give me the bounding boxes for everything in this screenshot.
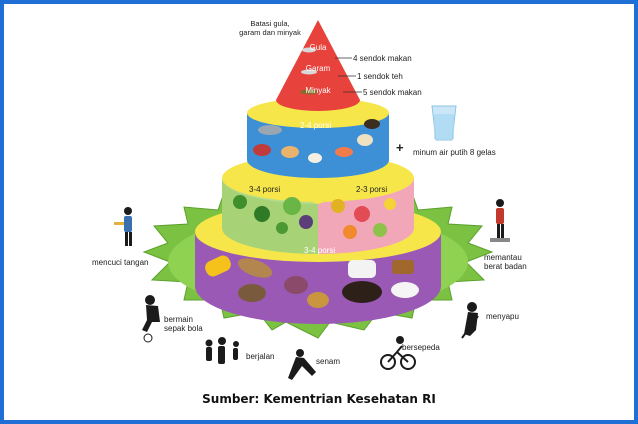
protein-chicken: [281, 146, 299, 158]
protein-fish: [258, 125, 282, 135]
peak-oil-amount: 5 sendok makan: [363, 88, 422, 97]
fruit-guava: [373, 223, 387, 237]
wash-hands-label: mencuci tangan: [92, 258, 148, 267]
staple-potato: [307, 292, 329, 308]
veg-eggplant: [299, 215, 313, 229]
walk-family-figure: [206, 337, 240, 364]
football-figure: [142, 295, 160, 342]
source-caption: Sumber: Kementrian Kesehatan RI: [0, 392, 638, 406]
fruit-portion-label: 2-3 porsi: [356, 185, 387, 194]
fruit-watermelon: [354, 206, 370, 222]
protein-portion-label: 2-4 porsi: [300, 121, 331, 130]
fruit-pineapple: [331, 199, 345, 213]
weigh-figure: [490, 199, 510, 242]
football-label: bermain sepak bola: [164, 315, 203, 333]
vegetable-portion-label: 3-4 porsi: [249, 185, 280, 194]
sweep-figure: [462, 302, 478, 338]
staple-flour: [391, 282, 419, 298]
staple-rice: [348, 260, 376, 278]
plus-sign: +: [396, 143, 404, 152]
staple-sweet-potato: [284, 276, 308, 294]
veg-bean: [276, 222, 288, 234]
sweep-label: menyapu: [486, 312, 519, 321]
veg-cabbage: [283, 197, 301, 215]
cycle-label: bersepeda: [402, 343, 440, 352]
staple-noodle: [342, 281, 382, 303]
protein-beans: [364, 119, 380, 129]
protein-meat: [253, 144, 271, 156]
fruit-papaya: [343, 225, 357, 239]
bicycle-figure: [381, 337, 415, 369]
peak-salt-label: Garam: [299, 64, 337, 73]
wash-hands-figure: [114, 207, 132, 246]
fruit-banana: [384, 198, 396, 210]
protein-tofu: [357, 134, 373, 146]
peak-salt-amount: 1 sendok teh: [357, 72, 403, 81]
water-glass-icon: [432, 106, 456, 140]
staple-portion-label: 3-4 porsi: [304, 246, 335, 255]
peak-sugar-amount: 4 sendok makan: [353, 54, 412, 63]
walk-label: berjalan: [246, 352, 274, 361]
protein-shrimp: [335, 147, 353, 157]
peak-oil-label: Minyak: [299, 86, 337, 95]
exercise-label: senam: [316, 357, 340, 366]
veg-spinach: [254, 206, 270, 222]
veg-broccoli: [233, 195, 247, 209]
staple-taro: [238, 284, 266, 302]
monitor-weight-label: memantau berat badan: [484, 253, 527, 271]
exercise-figure: [288, 349, 316, 380]
staple-bread: [392, 260, 414, 274]
water-level: [434, 114, 454, 139]
protein-egg: [308, 153, 322, 163]
peak-sugar-label: Gula: [299, 43, 337, 52]
top-note: Batasi gula, garam dan minyak: [220, 19, 320, 37]
water-note: minum air putih 8 gelas: [413, 148, 496, 157]
